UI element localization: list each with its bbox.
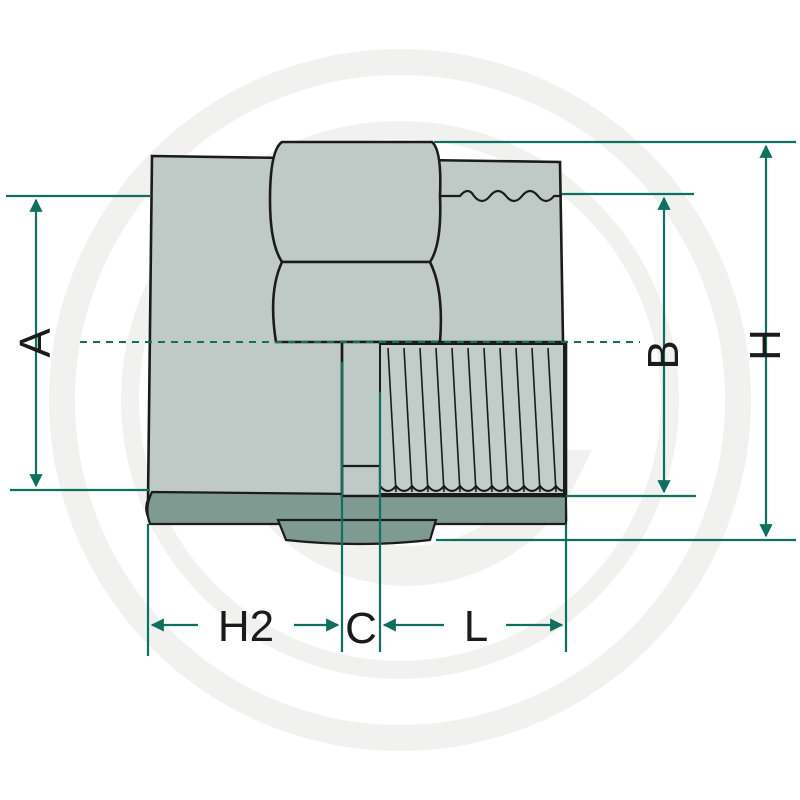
fitting-body xyxy=(145,140,568,546)
dimension-lines xyxy=(6,140,796,656)
label-h: H xyxy=(741,329,790,361)
thread-lines xyxy=(387,347,557,493)
label-c: C xyxy=(345,604,377,653)
label-h2: H2 xyxy=(218,602,274,651)
label-l: L xyxy=(464,602,488,651)
label-a: A xyxy=(11,328,60,358)
dimension-labels: A B H H2 C L xyxy=(11,328,790,653)
label-b: B xyxy=(639,340,688,369)
